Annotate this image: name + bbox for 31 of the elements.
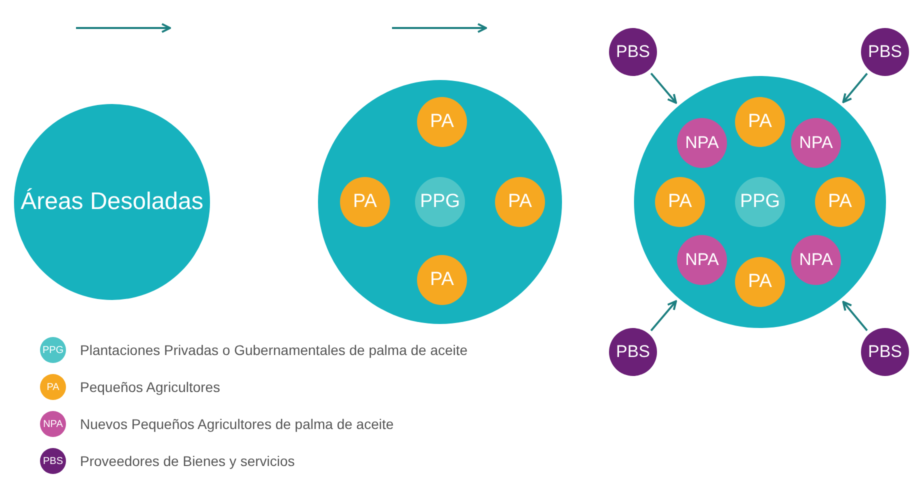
circle-badge: PA: [340, 177, 390, 227]
circle-badge: PA: [815, 177, 865, 227]
circle-badge: PPG: [735, 177, 785, 227]
arrow: [842, 300, 868, 332]
legend-text: Plantaciones Privadas o Gubernamentales de palma de aceite: [80, 342, 468, 358]
circle-badge: PBS: [861, 328, 909, 376]
circle-badge: NPA: [677, 235, 727, 285]
circle-badge: PA: [417, 255, 467, 305]
legend-swatch: PPG: [40, 337, 66, 363]
circle-badge: PPG: [415, 177, 465, 227]
circle-badge: PBS: [609, 328, 657, 376]
circle-badge: PBS: [861, 28, 909, 76]
circle-badge: NPA: [791, 235, 841, 285]
circle-badge: PA: [495, 177, 545, 227]
arrow: [842, 72, 868, 104]
legend-text: Nuevos Pequeños Agricultores de palma de aceite: [80, 416, 394, 432]
circle-node: Áreas Desoladas: [14, 104, 210, 300]
arrow: [650, 72, 677, 104]
legend-text: Proveedores de Bienes y servicios: [80, 453, 295, 469]
circle-badge: PBS: [609, 28, 657, 76]
legend-swatch: PA: [40, 374, 66, 400]
legend-text: Pequeños Agricultores: [80, 379, 220, 395]
circle-badge: PA: [735, 97, 785, 147]
circle-badge: PA: [735, 257, 785, 307]
circle-badge: NPA: [677, 118, 727, 168]
circle-badge: PA: [417, 97, 467, 147]
circle-badge: PA: [655, 177, 705, 227]
arrow: [650, 300, 677, 332]
circle-badge: NPA: [791, 118, 841, 168]
legend-swatch: NPA: [40, 411, 66, 437]
legend-swatch: PBS: [40, 448, 66, 474]
